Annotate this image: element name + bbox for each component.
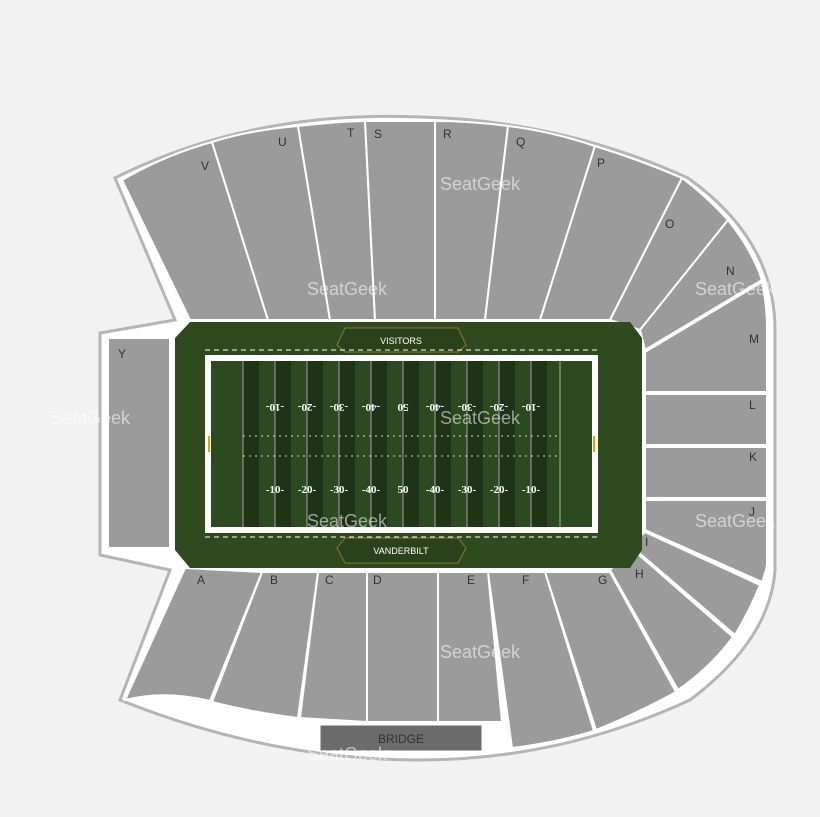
section-label-U: U bbox=[278, 135, 287, 149]
yard-number: -40- bbox=[362, 401, 381, 413]
hash-marks bbox=[243, 435, 560, 457]
section-Y[interactable] bbox=[107, 337, 171, 549]
visitors-bench bbox=[336, 327, 467, 353]
section-label-C: C bbox=[325, 573, 334, 587]
yard-number: 50 bbox=[397, 401, 409, 413]
yard-numbers-top: -10- -20- -30- -40- 50 -40- -30- -20- -1… bbox=[266, 401, 541, 413]
yard-number: -10- bbox=[522, 401, 541, 413]
seatgeek-watermark: SeatGeek bbox=[50, 408, 131, 428]
section-label-N: N bbox=[726, 264, 735, 278]
stripe bbox=[339, 361, 355, 527]
section-B[interactable] bbox=[210, 571, 320, 720]
section-I[interactable] bbox=[628, 530, 762, 637]
stripe bbox=[275, 361, 291, 527]
yard-number: -30- bbox=[458, 401, 477, 413]
seatgeek-watermark: SeatGeek bbox=[695, 279, 776, 299]
seatgeek-watermark: SeatGeek bbox=[307, 511, 388, 531]
stripe bbox=[531, 361, 547, 527]
vanderbilt-bench bbox=[336, 537, 467, 564]
bridge bbox=[319, 724, 483, 752]
section-D[interactable] bbox=[366, 571, 439, 723]
section-label-P: P bbox=[597, 156, 605, 170]
stripe bbox=[307, 361, 323, 527]
section-label-Q: Q bbox=[516, 135, 525, 149]
section-label-E: E bbox=[467, 573, 475, 587]
yard-number: -10- bbox=[266, 484, 285, 496]
yard-lines bbox=[242, 361, 561, 527]
yard-number: -40- bbox=[362, 484, 381, 496]
section-F[interactable] bbox=[486, 571, 596, 750]
yard-number: -40- bbox=[426, 484, 445, 496]
watermarks: SeatGeek SeatGeek SeatGeek SeatGeek Seat… bbox=[50, 174, 776, 764]
yard-numbers-bottom: -10- -20- -30- -40- 50 -40- -30- -20- -1… bbox=[266, 484, 541, 496]
bridge-label: BRIDGE bbox=[378, 732, 424, 746]
section-label-S: S bbox=[374, 127, 382, 141]
section-label-F: F bbox=[522, 573, 529, 587]
seatgeek-watermark: SeatGeek bbox=[440, 408, 521, 428]
playing-field bbox=[211, 361, 592, 527]
yard-number: -40- bbox=[426, 401, 445, 413]
section-label-O: O bbox=[665, 217, 674, 231]
section-label-A: A bbox=[197, 573, 205, 587]
section-label-T: T bbox=[347, 126, 355, 140]
section-N[interactable] bbox=[638, 218, 764, 352]
stripe bbox=[467, 361, 483, 527]
stripe bbox=[243, 361, 259, 527]
section-label-J: J bbox=[749, 505, 755, 519]
yard-number: -20- bbox=[298, 401, 317, 413]
yard-number: -20- bbox=[490, 484, 509, 496]
section-label-V: V bbox=[201, 159, 209, 173]
yard-number: 50 bbox=[398, 484, 410, 496]
section-label-I: I bbox=[645, 535, 648, 549]
visitors-bench-label: VISITORS bbox=[380, 336, 422, 346]
seatgeek-watermark: SeatGeek bbox=[440, 174, 521, 194]
yard-number: -30- bbox=[330, 484, 349, 496]
vanderbilt-bench-label: VANDERBILT bbox=[373, 546, 429, 556]
section-J[interactable] bbox=[644, 499, 768, 584]
section-label-G: G bbox=[598, 573, 607, 587]
stripe bbox=[403, 361, 419, 527]
right-endzone bbox=[560, 361, 592, 527]
seatgeek-watermark: SeatGeek bbox=[695, 511, 776, 531]
yard-number: -20- bbox=[490, 401, 509, 413]
yard-number: -30- bbox=[330, 401, 349, 413]
stripe bbox=[435, 361, 451, 527]
section-M[interactable] bbox=[644, 280, 768, 393]
section-label-H: H bbox=[635, 567, 644, 581]
section-label-Y: Y bbox=[118, 347, 126, 361]
section-label-B: B bbox=[270, 573, 278, 587]
section-H[interactable] bbox=[608, 545, 735, 692]
section-label-D: D bbox=[373, 573, 382, 587]
seatgeek-watermark: SeatGeek bbox=[307, 279, 388, 299]
section-label-K: K bbox=[749, 450, 757, 464]
section-C[interactable] bbox=[298, 571, 368, 724]
section-K[interactable] bbox=[644, 446, 768, 499]
section-A[interactable] bbox=[123, 566, 264, 703]
stripe bbox=[371, 361, 387, 527]
yard-number: -10- bbox=[266, 401, 285, 413]
section-L[interactable] bbox=[644, 393, 768, 446]
seatgeek-watermark: SeatGeek bbox=[440, 642, 521, 662]
section-label-M: M bbox=[749, 332, 759, 346]
yard-number: -10- bbox=[522, 484, 541, 496]
section-label-R: R bbox=[443, 127, 452, 141]
yard-number: -30- bbox=[458, 484, 477, 496]
section-G[interactable] bbox=[543, 571, 678, 732]
left-endzone bbox=[211, 361, 243, 527]
seatgeek-watermark: SeatGeek bbox=[307, 744, 388, 764]
section-label-L: L bbox=[749, 398, 756, 412]
yard-number: -20- bbox=[298, 484, 317, 496]
stripe bbox=[499, 361, 515, 527]
